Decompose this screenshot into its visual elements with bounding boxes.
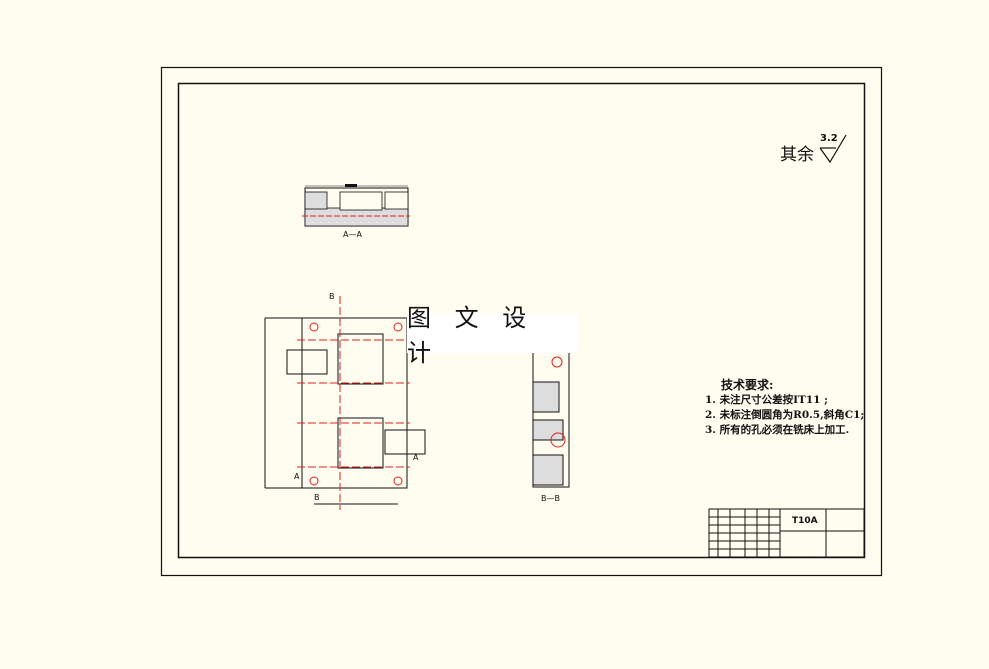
plan-view [264, 296, 426, 510]
section-label-aa: A—A [343, 230, 362, 239]
roughness-label: 其余 [780, 145, 814, 165]
watermark: 图 文 设 计 [407, 304, 577, 367]
tech-req-item: 2. 未标注倒圆角为R0.5,斜角C1; [705, 409, 865, 421]
roughness-symbol-icon [819, 134, 847, 164]
technical-requirements: 技术要求: 1. 未注尺寸公差按IT11 ; 2. 未标注倒圆角为R0.5,斜角… [705, 378, 864, 438]
section-label-bb: B—B [541, 494, 560, 503]
tech-req-title: 技术要求: [721, 378, 774, 392]
title-block [708, 508, 865, 558]
tech-req-item: 3. 所有的孔必须在铣床上加工. [705, 424, 850, 436]
section-marker-a-right: A [413, 453, 419, 462]
roughness-value: 3.2 [820, 133, 838, 144]
section-marker-a-left: A [294, 472, 300, 481]
title-block-material: T10A [792, 516, 818, 526]
outer-border [160, 66, 883, 577]
section-marker-b-bottom: B [314, 493, 320, 502]
section-view-aa [302, 184, 410, 227]
tech-req-item: 1. 未注尺寸公差按IT11 ; [705, 394, 828, 406]
section-marker-b-top: B [329, 292, 335, 301]
inner-border [177, 82, 866, 559]
section-view-bb [532, 351, 570, 488]
